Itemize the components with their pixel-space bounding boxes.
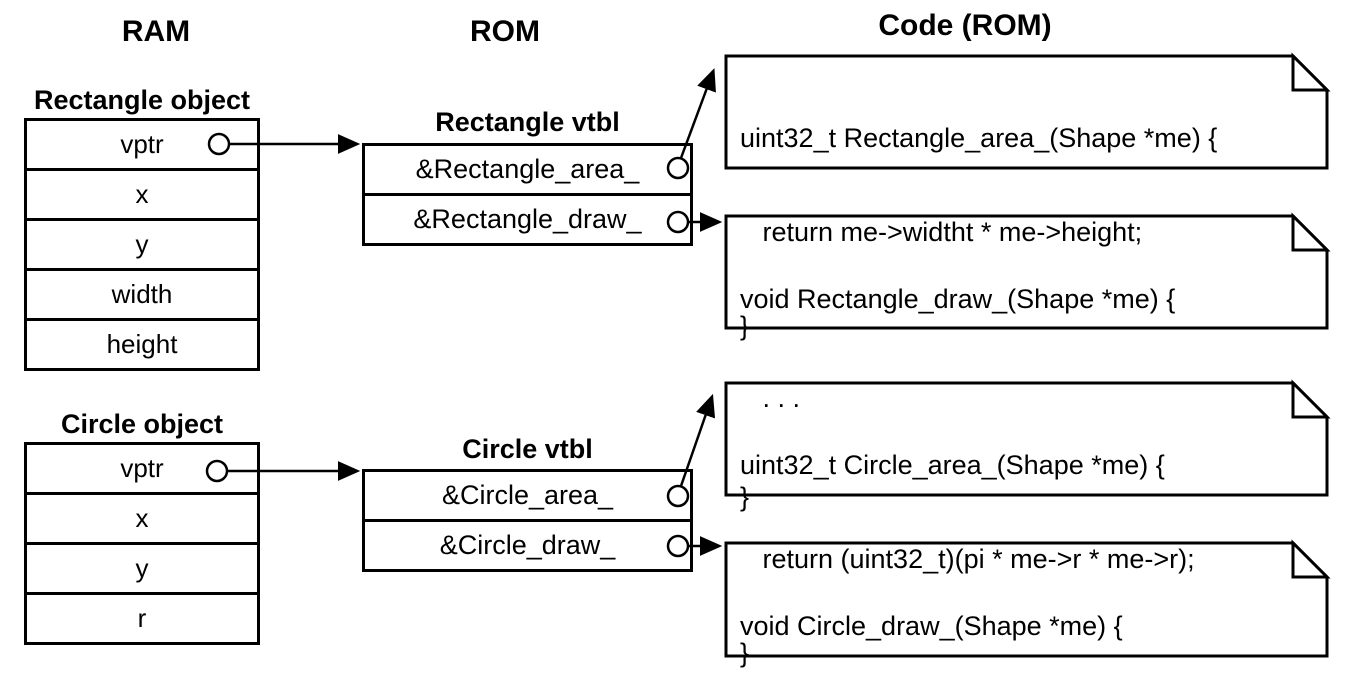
circle-vtbl-draw-entry: &Circle_draw_ — [365, 519, 690, 569]
rectangle-field-y: y — [27, 218, 257, 268]
rectangle-vptr-circle-icon — [207, 132, 231, 156]
rectangle-vtbl-title: Rectangle vtbl — [435, 107, 620, 137]
folded-corner-icon — [1291, 539, 1331, 579]
circle-vtbl-table: &Circle_area_ &Circle_draw_ — [362, 469, 693, 572]
rectangle-area-circle-icon — [666, 156, 690, 180]
circle-object-title: Circle object — [60, 409, 224, 439]
code-line: } — [740, 638, 750, 668]
rectangle-draw-circle-icon — [666, 210, 690, 234]
rectangle-object-title: Rectangle object — [33, 85, 251, 115]
code-rectangle-draw: void Rectangle_draw_(Shape *me) { . . . … — [740, 219, 1310, 578]
code-line: return me->widtht * me->height; — [740, 217, 1143, 247]
rectangle-field-x: x — [27, 168, 257, 218]
rectangle-field-width: width — [27, 268, 257, 318]
circle-field-r: r — [27, 592, 257, 642]
rectangle-field-height: height — [27, 318, 257, 368]
circle-object-table: vptr x y r — [24, 442, 260, 645]
circle-draw-circle-icon — [666, 534, 690, 558]
code-line: void Rectangle_draw_(Shape *me) { — [740, 284, 1176, 314]
code-circle-area: uint32_t Circle_area_(Shape *me) { retur… — [740, 387, 1310, 676]
rectangle-vtbl-table: &Rectangle_area_ &Rectangle_draw_ — [362, 143, 693, 246]
code-line: uint32_t Circle_area_(Shape *me) { — [740, 450, 1165, 480]
code-line: uint32_t Rectangle_area_(Shape *me) { — [740, 123, 1218, 153]
rectangle-area-arrow — [679, 68, 716, 159]
circle-field-vptr: vptr — [120, 453, 164, 483]
code-rectangle-area: uint32_t Rectangle_area_(Shape *me) { re… — [740, 60, 1310, 404]
circle-field-x: x — [27, 492, 257, 542]
code-line: return (uint32_t)(pi * me->r * me->r); — [740, 544, 1195, 574]
column-header-ram: RAM — [121, 15, 191, 48]
note-rectangle-draw — [724, 212, 1331, 330]
circle-field-y: y — [27, 542, 257, 592]
circle-area-arrow — [679, 393, 716, 487]
folded-corner-icon — [1291, 212, 1331, 252]
folded-corner-icon — [1291, 379, 1331, 419]
column-header-rom: ROM — [470, 15, 540, 48]
note-circle-area — [724, 379, 1331, 497]
code-line: . . . — [740, 383, 801, 413]
rectangle-object-table: vptr x y width height — [24, 118, 260, 371]
circle-vtbl-area-entry: &Circle_area_ — [441, 480, 614, 510]
column-header-code-rom: Code (ROM) — [878, 9, 1052, 42]
folded-corner-icon — [1291, 52, 1331, 92]
rectangle-field-vptr: vptr — [120, 129, 164, 159]
rectangle-vtbl-draw-entry: &Rectangle_draw_ — [365, 193, 690, 243]
rectangle-vtbl-area-entry: &Rectangle_area_ — [415, 154, 640, 184]
code-line: } — [740, 482, 750, 512]
code-line: } — [740, 311, 750, 341]
code-circle-draw: void Circle_draw_(Shape *me) { . . . } — [740, 546, 1310, 676]
circle-vptr-circle-icon — [205, 459, 229, 483]
note-circle-draw — [724, 539, 1331, 658]
circle-vtbl-title: Circle vtbl — [462, 434, 593, 464]
note-rectangle-area — [724, 52, 1331, 170]
circle-area-circle-icon — [666, 484, 690, 508]
code-line: void Circle_draw_(Shape *me) { — [740, 611, 1123, 641]
